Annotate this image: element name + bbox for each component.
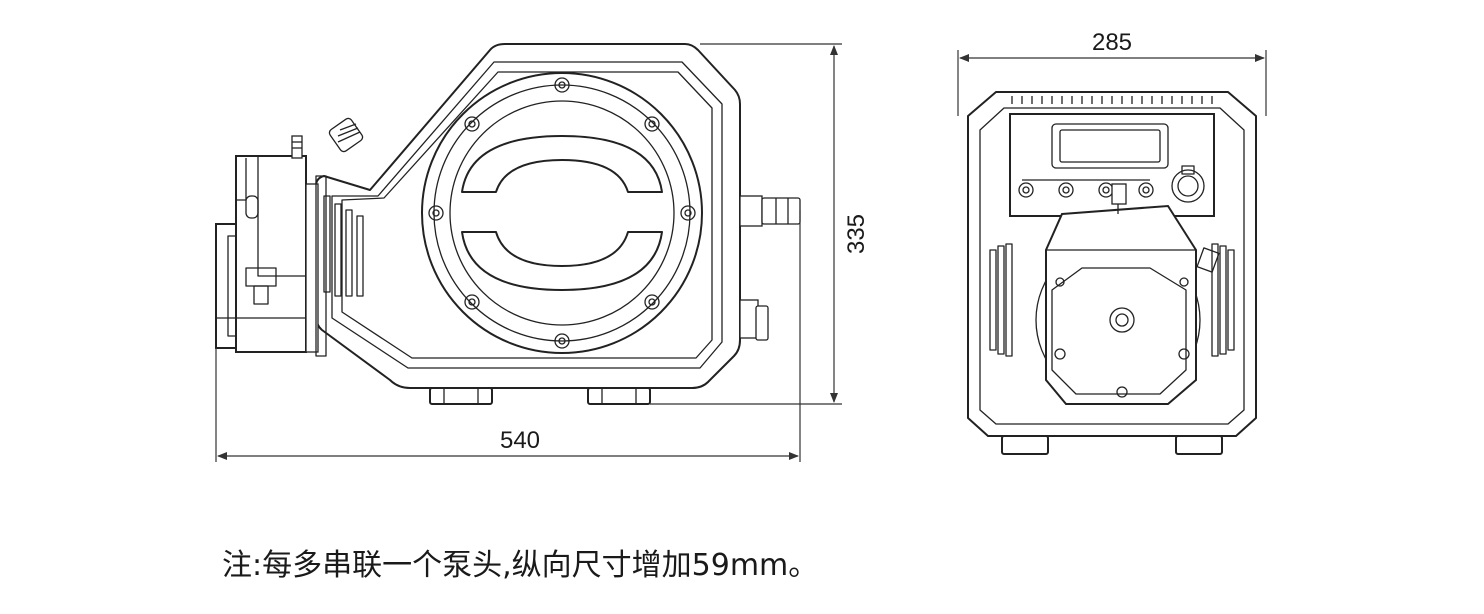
side-view	[215, 43, 801, 405]
footnote: 注:每多串联一个泵头,纵向尺寸增加59mm。	[222, 548, 819, 583]
top-ribs	[1011, 96, 1213, 104]
side-housing-inner	[331, 61, 723, 369]
front-view	[967, 91, 1257, 455]
flange-ring	[421, 72, 703, 354]
cover-upper	[461, 135, 663, 193]
front-vents-right	[1211, 243, 1235, 357]
cover-lower	[461, 231, 663, 291]
speed-knob	[1171, 165, 1205, 203]
dimension-540: 540	[215, 210, 801, 462]
side-vents	[323, 195, 364, 297]
control-panel	[1009, 113, 1215, 217]
dimension-label-540: 540	[500, 427, 540, 454]
front-feet	[1001, 435, 1223, 455]
dimension-label-285: 285	[1092, 29, 1132, 56]
dimension-label-335: 335	[843, 214, 870, 254]
outlet-fitting-upper	[739, 195, 801, 227]
panel-buttons	[1018, 182, 1154, 198]
dimension-285: 285	[957, 29, 1267, 116]
flange-bolts	[428, 77, 696, 349]
side-feet	[429, 387, 651, 405]
front-housing-outline	[967, 91, 1257, 437]
side-housing-inner2	[341, 71, 713, 359]
front-housing-inner	[979, 107, 1245, 425]
outlet-fitting-lower	[739, 299, 769, 341]
pump-head-front	[1035, 183, 1220, 405]
pump-head-side	[215, 135, 327, 357]
front-vents-left	[989, 243, 1013, 357]
top-knob	[328, 117, 364, 153]
dimension-335: 335	[650, 43, 870, 405]
